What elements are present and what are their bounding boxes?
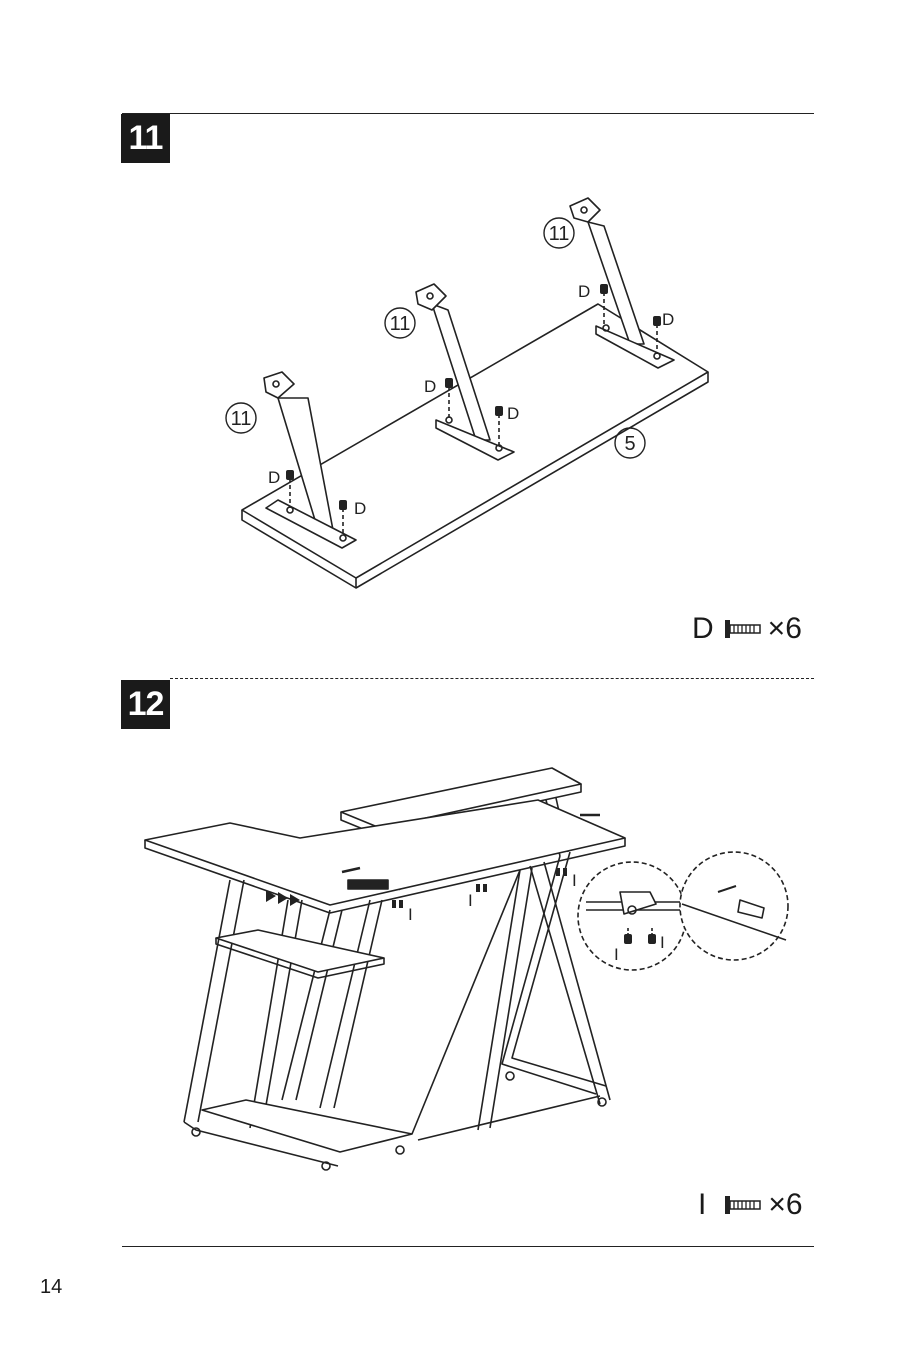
bottom-divider: [122, 1246, 814, 1247]
hardware-letter: I: [698, 1188, 706, 1222]
label-screw-i: I: [660, 933, 665, 952]
label-screw-i: I: [408, 905, 413, 924]
screw-icon: [724, 1193, 762, 1217]
label-screw-i: I: [468, 891, 473, 910]
label-screw-i: I: [614, 945, 619, 964]
side-shelf: [216, 930, 384, 972]
hardware-quantity: ×6: [768, 1188, 802, 1222]
label-screw-i: I: [572, 871, 577, 890]
step-12-hardware: I ×6: [698, 1188, 803, 1222]
detail-view-right: [680, 852, 788, 960]
page-number: 14: [40, 1276, 62, 1299]
step-12-illustration: I I I I I: [0, 0, 914, 1190]
detail-view-left: [578, 862, 686, 970]
